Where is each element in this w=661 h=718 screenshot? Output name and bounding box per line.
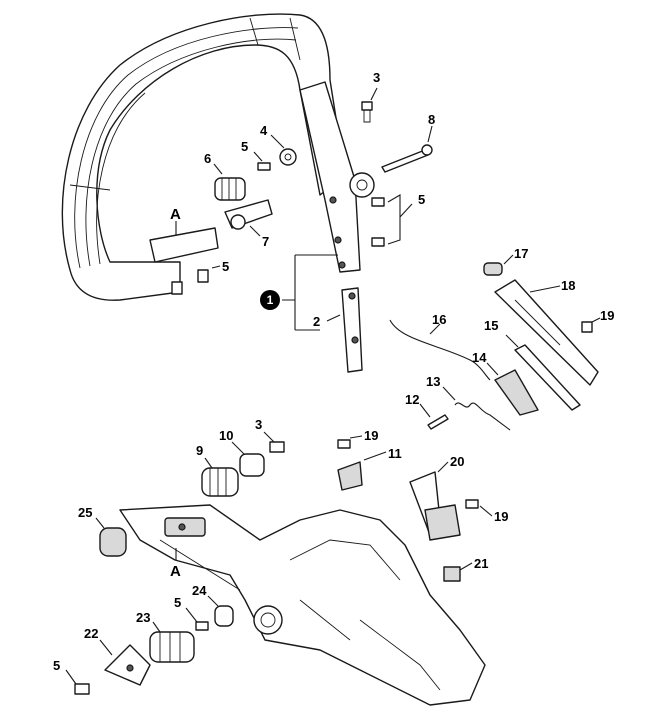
- front-handle-bar: [61, 13, 375, 301]
- callout-4: 4: [260, 123, 268, 138]
- callout-13: 13: [426, 374, 440, 389]
- spring-6: [213, 163, 246, 201]
- callout-16: 16: [432, 312, 446, 327]
- ref-a-bottom: A: [170, 563, 181, 580]
- callout-9: 9: [196, 443, 203, 458]
- callout-2: 2: [313, 314, 320, 329]
- pin-12: [419, 403, 449, 430]
- callout-5-d: 5: [174, 595, 181, 610]
- lever-15: [505, 334, 581, 411]
- callout-19-a: 19: [600, 308, 614, 323]
- callout-5-c: 5: [222, 259, 229, 274]
- callout-1: 1: [267, 293, 274, 307]
- callout-3-rear: 3: [255, 417, 262, 432]
- callout-7: 7: [262, 234, 269, 249]
- bracket-2: [326, 287, 363, 373]
- screw-19-b: [337, 435, 363, 449]
- rear-handle-housing: [119, 504, 486, 706]
- callout-14: 14: [472, 350, 487, 365]
- callout-3-top: 3: [373, 70, 380, 85]
- cover-18: [494, 279, 599, 386]
- cover-20: [409, 461, 461, 541]
- mount-7: [224, 199, 273, 237]
- callout-15: 15: [484, 318, 498, 333]
- screw-5-d: [185, 607, 209, 631]
- clip-11: [337, 451, 387, 491]
- ref-a-top: A: [170, 206, 181, 223]
- callout-5-b: 5: [418, 192, 425, 207]
- callout-19-b: 19: [364, 428, 378, 443]
- callout-5-e: 5: [53, 658, 60, 673]
- callout-8: 8: [428, 112, 435, 127]
- screws-5-c: [171, 265, 221, 295]
- spring-23: [149, 621, 195, 663]
- callout-6: 6: [204, 151, 211, 166]
- screw-3-top: [361, 87, 378, 123]
- screw-5-e: [65, 669, 90, 695]
- spacer-10: [231, 441, 265, 477]
- screws-5-b: [371, 194, 413, 247]
- nut-4: [270, 134, 297, 166]
- trigger-14: [486, 362, 539, 416]
- tab-21: [443, 562, 473, 582]
- callout-22: 22: [84, 626, 98, 641]
- callout-24: 24: [192, 583, 207, 598]
- callout-18: 18: [561, 278, 575, 293]
- callout-17: 17: [514, 246, 528, 261]
- cap-17: [483, 254, 514, 276]
- callout-25: 25: [78, 505, 92, 520]
- mount-22: [99, 639, 151, 686]
- callout-19-c: 19: [494, 509, 508, 524]
- callout-10: 10: [219, 428, 233, 443]
- callout-23: 23: [136, 610, 150, 625]
- bolt-8: [381, 125, 433, 173]
- bracket-leader-1: [282, 254, 338, 331]
- callout-5-a: 5: [241, 139, 248, 154]
- callout-21: 21: [474, 556, 488, 571]
- screw-19-a: [581, 317, 601, 333]
- screw-5-a: [253, 151, 271, 171]
- spring-9: [201, 457, 239, 497]
- wire-16: [389, 319, 491, 381]
- callout-1-badge: 1: [260, 290, 280, 310]
- callout-12: 12: [405, 392, 419, 407]
- screw-3-rear: [263, 431, 285, 453]
- callout-20: 20: [450, 454, 464, 469]
- grommet-24: [207, 595, 234, 627]
- screw-19-c: [465, 499, 493, 517]
- spring-13: [442, 386, 511, 431]
- bumper-25: [95, 517, 127, 557]
- callout-11: 11: [388, 446, 402, 461]
